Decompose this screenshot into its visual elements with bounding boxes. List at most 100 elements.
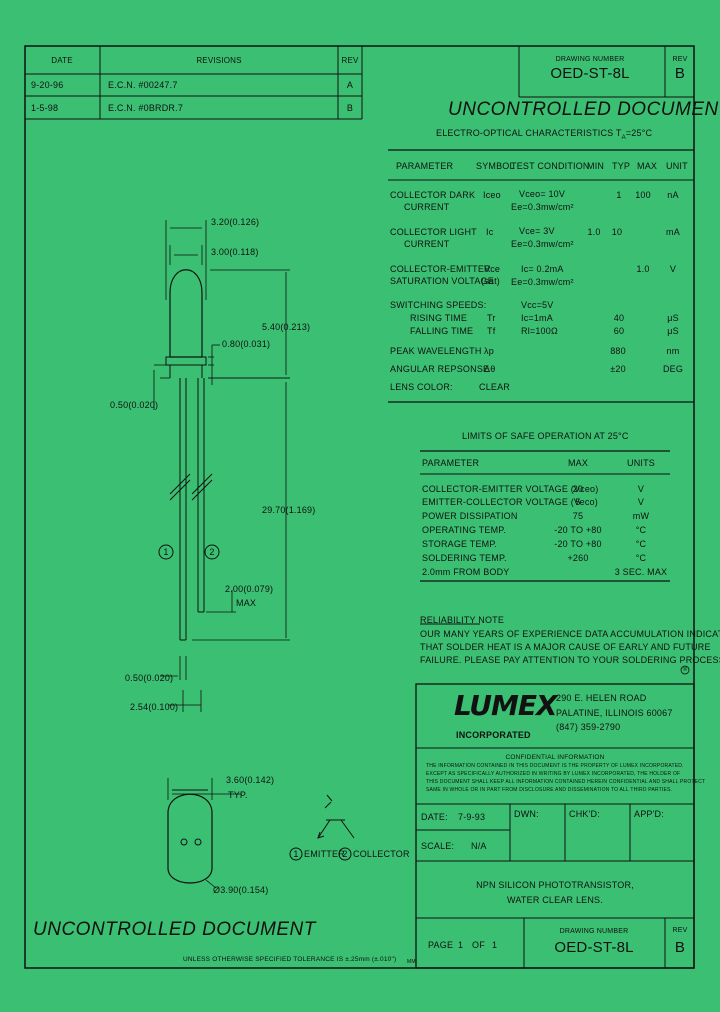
eo-max: 1.0	[636, 264, 650, 274]
safe-max: 75	[572, 511, 584, 521]
reliability-line: FAILURE. PLEASE PAY ATTENTION TO YOUR SO…	[420, 655, 720, 665]
rev-header-date: DATE	[51, 56, 73, 65]
eo-header-test-condition: TEST CONDITION	[511, 161, 590, 171]
safe-param: OPERATING TEMP.	[422, 525, 507, 535]
eo-rise-label: RISING TIME	[410, 313, 468, 323]
eo-angular-label: ANGULAR REPSONSE	[390, 364, 490, 374]
eo-param: COLLECTOR LIGHT	[390, 227, 477, 237]
eo-fall-label: FALLING TIME	[410, 326, 474, 336]
eo-title: ELECTRO-OPTICAL CHARACTERISTICS TA=25°C	[436, 128, 653, 141]
emitter-label: EMITTER	[304, 849, 345, 859]
dimension-lines	[153, 220, 290, 712]
eo-rise-typ: 40	[613, 313, 625, 323]
confidential-title: CONFIDENTIAL INFORMATION	[505, 754, 605, 761]
chkd-label: CHK'D:	[569, 809, 600, 819]
drawing-number-label: DRAWING NUMBER	[555, 56, 625, 63]
eo-peak-unit: nm	[666, 346, 680, 356]
safe-max: 20	[572, 484, 584, 494]
safe-unit: V	[637, 497, 645, 507]
rev-row-date: 9-20-96	[31, 80, 64, 90]
eo-rise-unit: μS	[667, 313, 679, 323]
safe-unit: 3 SEC. MAX	[614, 567, 668, 577]
rev-header-revisions: REVISIONS	[196, 56, 242, 65]
safe-table-lines	[420, 450, 670, 582]
emitter-number: 1	[293, 849, 299, 859]
dim-lead-pitch: 2.54(0.100)	[130, 702, 179, 712]
confidential-line: THE INFORMATION CONTAINED IN THIS DOCUME…	[426, 763, 684, 769]
lumex-logo: LUMEX	[454, 689, 558, 722]
eo-fall-unit: μS	[667, 326, 679, 336]
eo-cond: Vceo= 10V	[519, 189, 566, 199]
reliability-line: OUR MANY YEARS OF EXPERIENCE DATA ACCUMU…	[420, 629, 720, 639]
eo-param: CURRENT	[404, 202, 450, 212]
component-outline	[165, 269, 213, 641]
eo-peak-label: PEAK WAVELENGTH	[390, 346, 482, 356]
collector-number: 2	[342, 849, 348, 859]
eo-angular-symbol: Δθ	[484, 364, 496, 374]
eo-cond: Ee=0.3mw/cm²	[511, 239, 574, 249]
safe-param: EMITTER-COLLECTOR VOLTAGE (Veco)	[422, 497, 598, 507]
title-block-lines	[415, 683, 695, 969]
registered-mark: ®	[682, 667, 688, 673]
collector-circle	[338, 847, 352, 861]
emitter-circle	[289, 847, 303, 861]
page-number: 1	[458, 940, 464, 950]
eo-switching-cond: Vcc=5V	[521, 300, 554, 310]
eo-angular-unit: DEG	[662, 364, 684, 374]
eo-param: COLLECTOR-EMITTER	[390, 264, 491, 274]
eo-header-min: MIN	[587, 161, 605, 171]
eo-header-typ: TYP	[612, 161, 631, 171]
eo-fall-cond: Rl=100Ω	[521, 326, 558, 336]
phototransistor-symbol	[317, 794, 355, 839]
confidential-line: EXCEPT AS SPECIFICALLY AUTHORIZED IN WRI…	[426, 771, 681, 777]
of-label: OF	[472, 940, 485, 950]
dim-flange-offset: 0.50(0.020)	[110, 400, 159, 410]
reliability-line: THAT SOLDER HEAT IS A MAJOR CAUSE OF EAR…	[420, 642, 711, 652]
bottom-view-outline	[167, 778, 242, 889]
page-label: PAGE	[428, 940, 454, 950]
scale-value: N/A	[471, 841, 487, 851]
collector-label: COLLECTOR	[353, 849, 410, 859]
rev-row-rev: A	[346, 80, 354, 90]
rev-label: REV	[672, 56, 688, 63]
safe-unit: V	[637, 484, 645, 494]
safe-max: +260	[567, 553, 589, 563]
description-line1: NPN SILICON PHOTOTRANSISTOR,	[476, 880, 634, 890]
safe-max: -20 TO +80	[554, 539, 602, 549]
lumex-logo-sub: INCORPORATED	[456, 730, 531, 740]
company-phone: (847) 359-2790	[556, 722, 621, 732]
eo-param: CURRENT	[404, 239, 450, 249]
eo-lens-value: CLEAR	[479, 382, 511, 392]
dim-lens-width: 3.20(0.126)	[211, 217, 260, 227]
safe-unit: mW	[632, 511, 650, 521]
drawing-number: OED-ST-8L	[554, 939, 634, 956]
dim-lead-diff: 2.00(0.079)	[225, 584, 274, 594]
safe-param: COLLECTOR-EMITTER VOLTAGE (Vceo)	[422, 484, 599, 494]
eo-lens-label: LENS COLOR:	[390, 382, 453, 392]
eo-rise-cond: Ic=1mA	[521, 313, 553, 323]
eo-param: SATURATION VOLTAGE	[390, 276, 494, 286]
uncontrolled-watermark: UNCONTROLLED DOCUMENT	[33, 919, 316, 940]
eo-angular-typ: ±20	[610, 364, 626, 374]
company-address1: 290 E. HELEN ROAD	[556, 693, 647, 703]
safe-param: STORAGE TEMP.	[422, 539, 498, 549]
dim-body-height: 5.40(0.213)	[262, 322, 311, 332]
eo-table-lines	[388, 149, 694, 403]
eo-unit: V	[669, 264, 677, 274]
confidential-line: THIS DOCUMENT SHALL KEEP ALL INFORMATION…	[426, 779, 706, 785]
eo-min: 1.0	[587, 227, 601, 237]
eo-fall-symbol: Tf	[487, 326, 496, 336]
dim-flange: 0.80(0.031)	[222, 339, 271, 349]
rev-header-rev: REV	[341, 56, 359, 65]
safe-title: LIMITS OF SAFE OPERATION AT 25°C	[462, 431, 629, 441]
eo-param: COLLECTOR DARK	[390, 190, 476, 200]
dim-bottom-width-typ: TYP.	[228, 790, 248, 800]
eo-cond: Vce= 3V	[519, 226, 555, 236]
tolerance-note: UNLESS OTHERWISE SPECIFIED TOLERANCE IS …	[183, 956, 397, 963]
safe-param: POWER DISSIPATION	[422, 511, 518, 521]
company-address2: PALATINE, ILLINOIS 60067	[556, 708, 673, 718]
eo-typ: 10	[611, 227, 623, 237]
eo-unit: mA	[666, 227, 680, 237]
eo-fall-typ: 60	[613, 326, 625, 336]
